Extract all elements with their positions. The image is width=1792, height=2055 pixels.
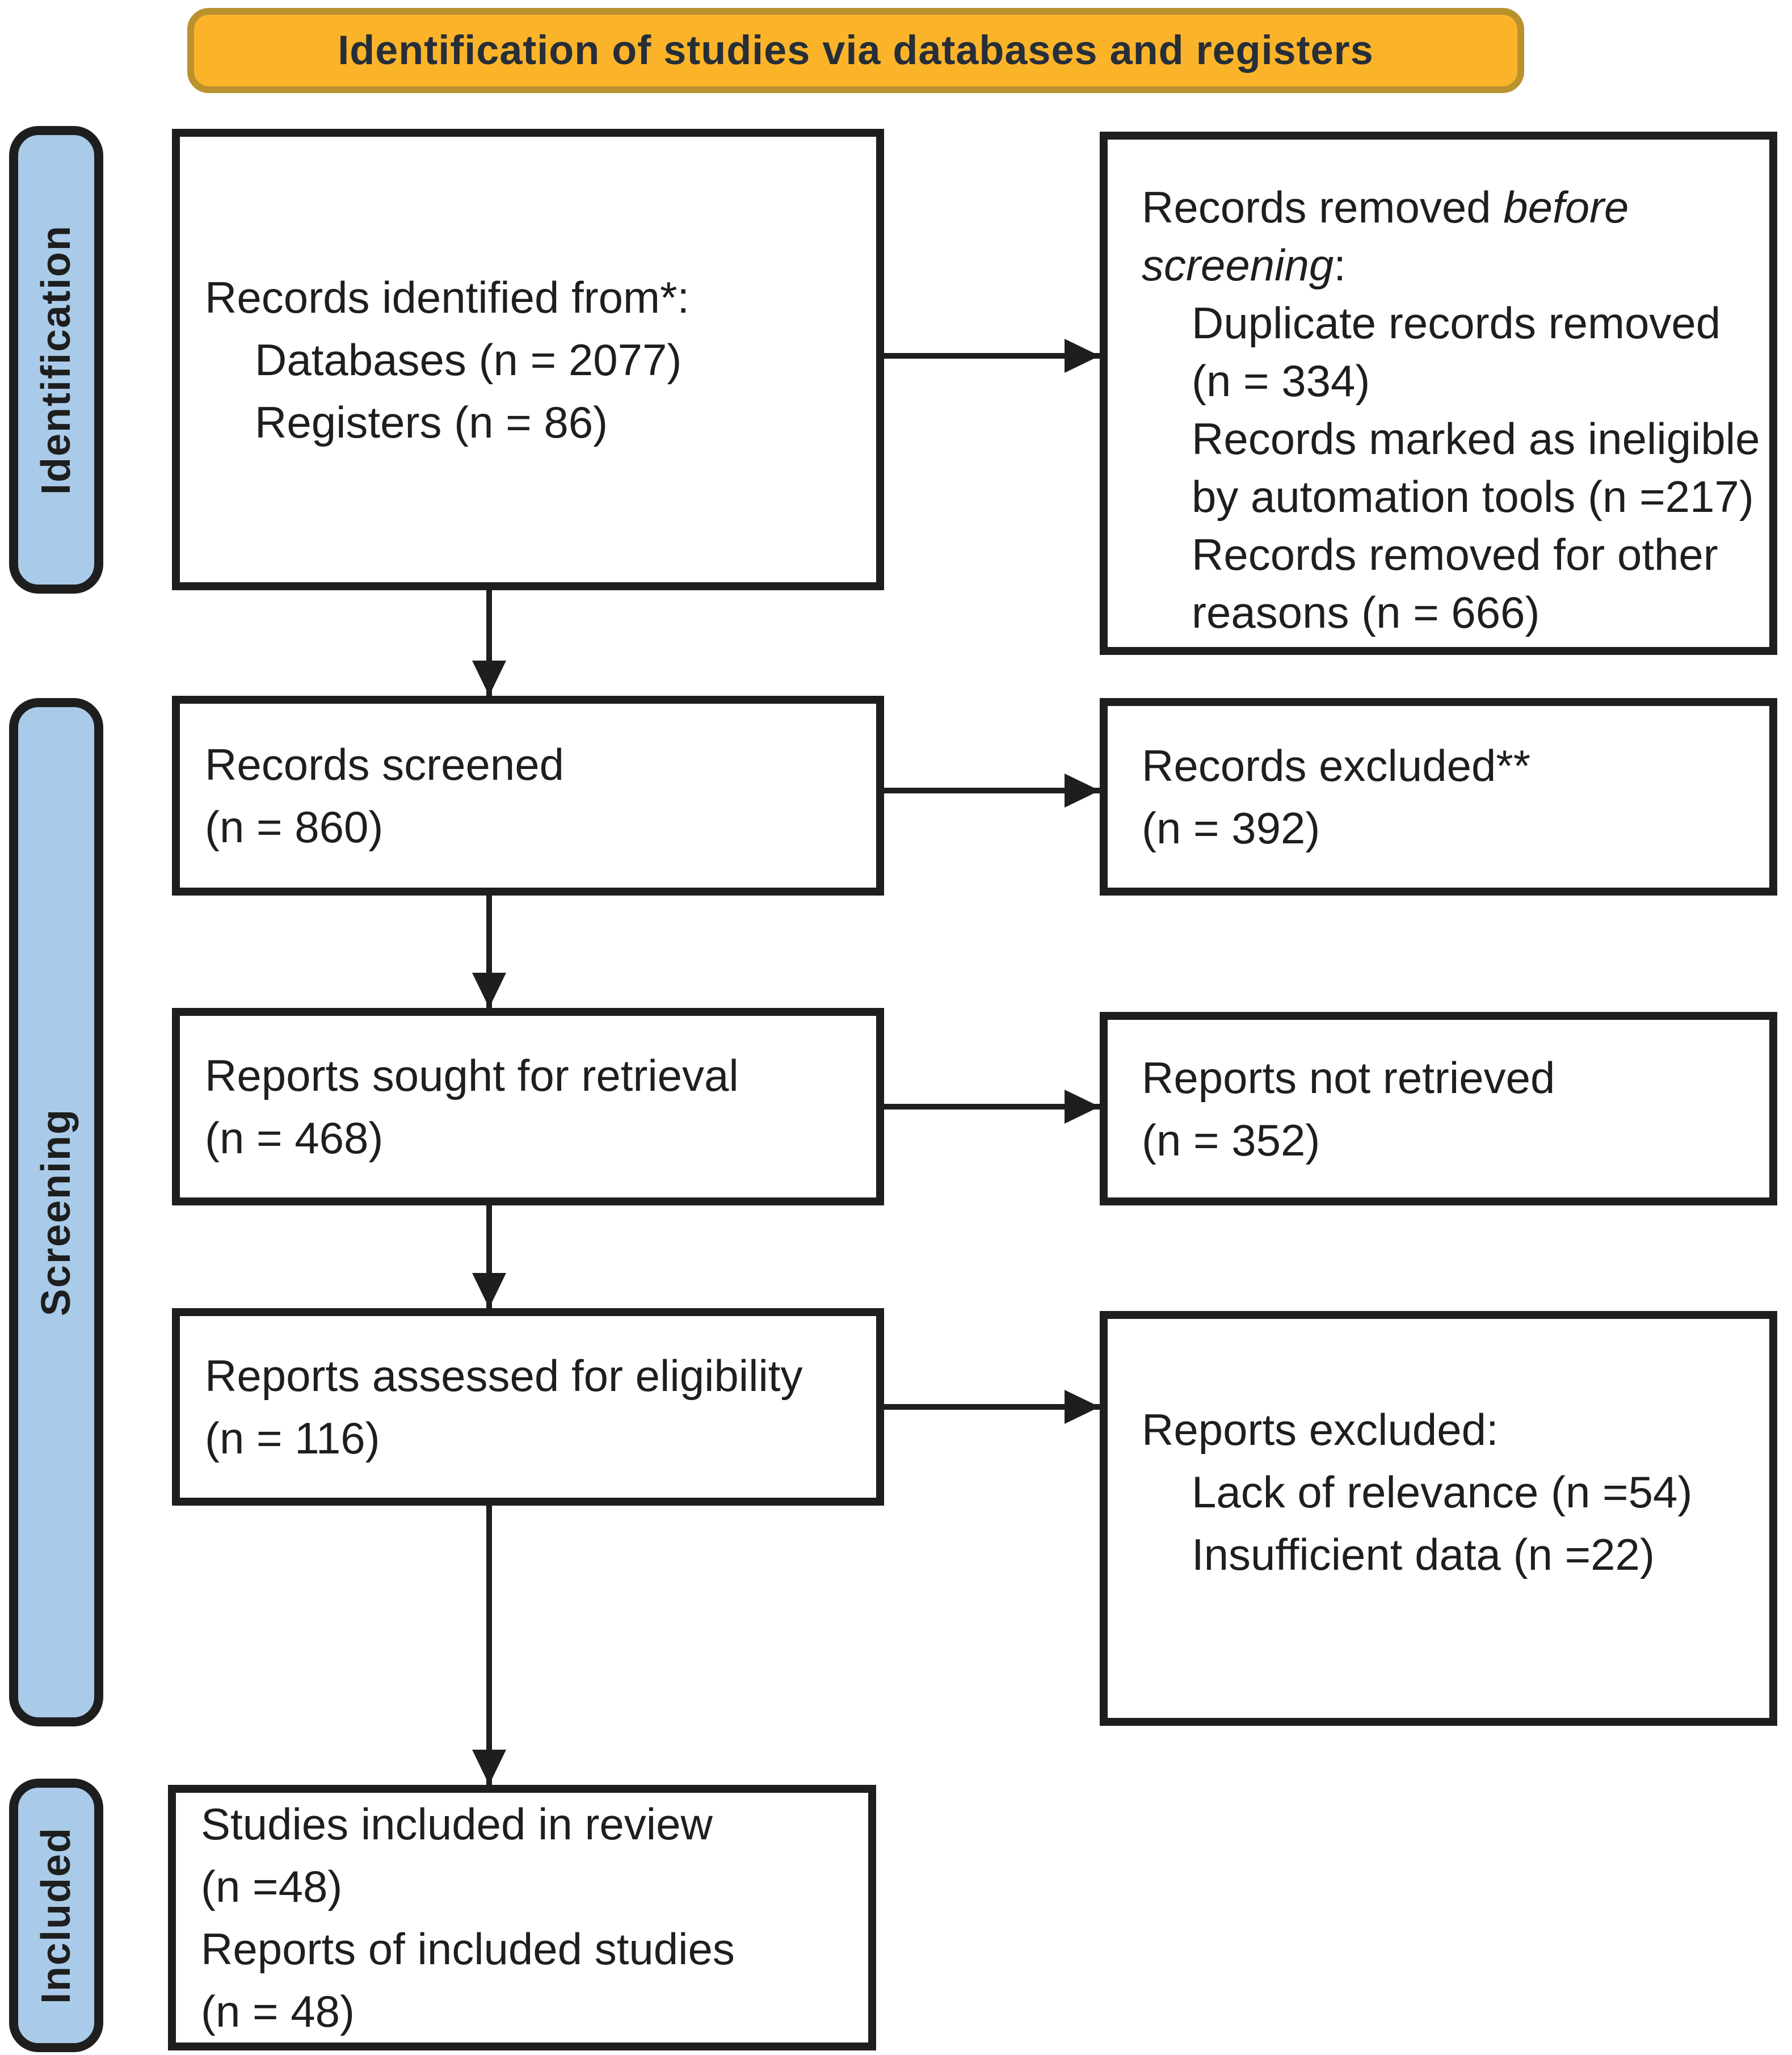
box-records-screened-line1: Records screened <box>205 739 564 789</box>
box-records-excluded: Records excluded** (n = 392) <box>1100 698 1777 896</box>
box-reports-sought-line1: Reports sought for retrieval <box>205 1050 739 1100</box>
box-reports-excluded-line3: Insufficient data (n =22) <box>1192 1529 1655 1579</box>
box-records-removed-line6: by automation tools (n =217) <box>1192 472 1754 522</box>
stage-pill-screening: Screening <box>9 698 103 1726</box>
box-reports-not-retrieved-line2: (n = 352) <box>1142 1115 1320 1165</box>
box-studies-included-line3: Reports of included studies <box>201 1924 735 1974</box>
stage-label-included: Included <box>33 1826 79 2004</box>
box-records-identified-line2: Databases (n = 2077) <box>255 334 682 385</box>
box-reports-excluded-line1: Reports excluded: <box>1142 1405 1499 1455</box>
box-reports-assessed: Reports assessed for eligibility (n = 11… <box>172 1308 884 1506</box>
box-records-identified-line1: Records identified from*: <box>205 272 690 322</box>
box-records-identified-line3: Registers (n = 86) <box>255 397 608 447</box>
box-records-removed-line3: Duplicate records removed <box>1192 298 1721 348</box>
box-records-removed-line7: Records removed for other <box>1192 529 1718 579</box>
arrow-assessed-to-reports-excluded <box>884 1404 1100 1410</box>
stage-pill-included: Included <box>9 1779 103 2052</box>
box-records-excluded-line1: Records excluded** <box>1142 741 1531 791</box>
stage-label-screening: Screening <box>33 1108 79 1317</box>
box-studies-included: Studies included in review (n =48) Repor… <box>168 1785 876 2050</box>
box-records-screened: Records screened (n = 860) <box>172 696 884 896</box>
box-records-removed-line5: Records marked as ineligible <box>1192 414 1760 464</box>
box-reports-assessed-line2: (n = 116) <box>205 1413 380 1463</box>
title-banner-label: Identification of studies via databases … <box>338 28 1374 73</box>
italic-screening: screening <box>1142 240 1334 290</box>
box-records-removed-line4: (n = 334) <box>1192 356 1370 406</box>
title-banner: Identification of studies via databases … <box>187 8 1524 93</box>
arrow-identified-to-screened <box>486 590 492 696</box>
box-records-screened-line2: (n = 860) <box>205 802 384 852</box>
box-records-removed-line8: reasons (n = 666) <box>1192 587 1540 637</box>
box-reports-sought-line2: (n = 468) <box>205 1113 384 1163</box>
box-reports-sought: Reports sought for retrieval (n = 468) <box>172 1008 884 1205</box>
box-reports-excluded-line2: Lack of relevance (n =54) <box>1192 1467 1693 1517</box>
arrow-screened-to-excluded <box>884 788 1100 793</box>
box-reports-not-retrieved: Reports not retrieved (n = 352) <box>1100 1012 1777 1205</box>
box-reports-excluded: Reports excluded: Lack of relevance (n =… <box>1100 1311 1777 1726</box>
box-studies-included-line1: Studies included in review <box>201 1799 713 1849</box>
box-records-removed-line1: Records removed before <box>1142 182 1629 232</box>
box-records-identified: Records identified from*: Databases (n =… <box>172 129 884 590</box>
arrow-identified-to-removed <box>884 353 1100 359</box>
box-studies-included-line4: (n = 48) <box>201 1986 355 2036</box>
arrow-screened-to-sought <box>486 896 492 1008</box>
arrow-sought-to-not-retrieved <box>884 1104 1100 1110</box>
box-reports-not-retrieved-line1: Reports not retrieved <box>1142 1052 1555 1103</box>
box-records-excluded-line2: (n = 392) <box>1142 803 1320 853</box>
box-reports-assessed-line1: Reports assessed for eligibility <box>205 1351 803 1401</box>
arrow-sought-to-assessed <box>486 1205 492 1308</box>
box-studies-included-line2: (n =48) <box>201 1861 343 1911</box>
stage-label-identification: Identification <box>33 225 79 495</box>
box-records-removed-line2: screening: <box>1142 240 1346 290</box>
italic-before: before <box>1503 182 1629 232</box>
stage-pill-identification: Identification <box>9 126 103 594</box>
box-records-removed: Records removed before screening: Duplic… <box>1100 132 1777 655</box>
arrow-assessed-to-included <box>486 1506 492 1785</box>
